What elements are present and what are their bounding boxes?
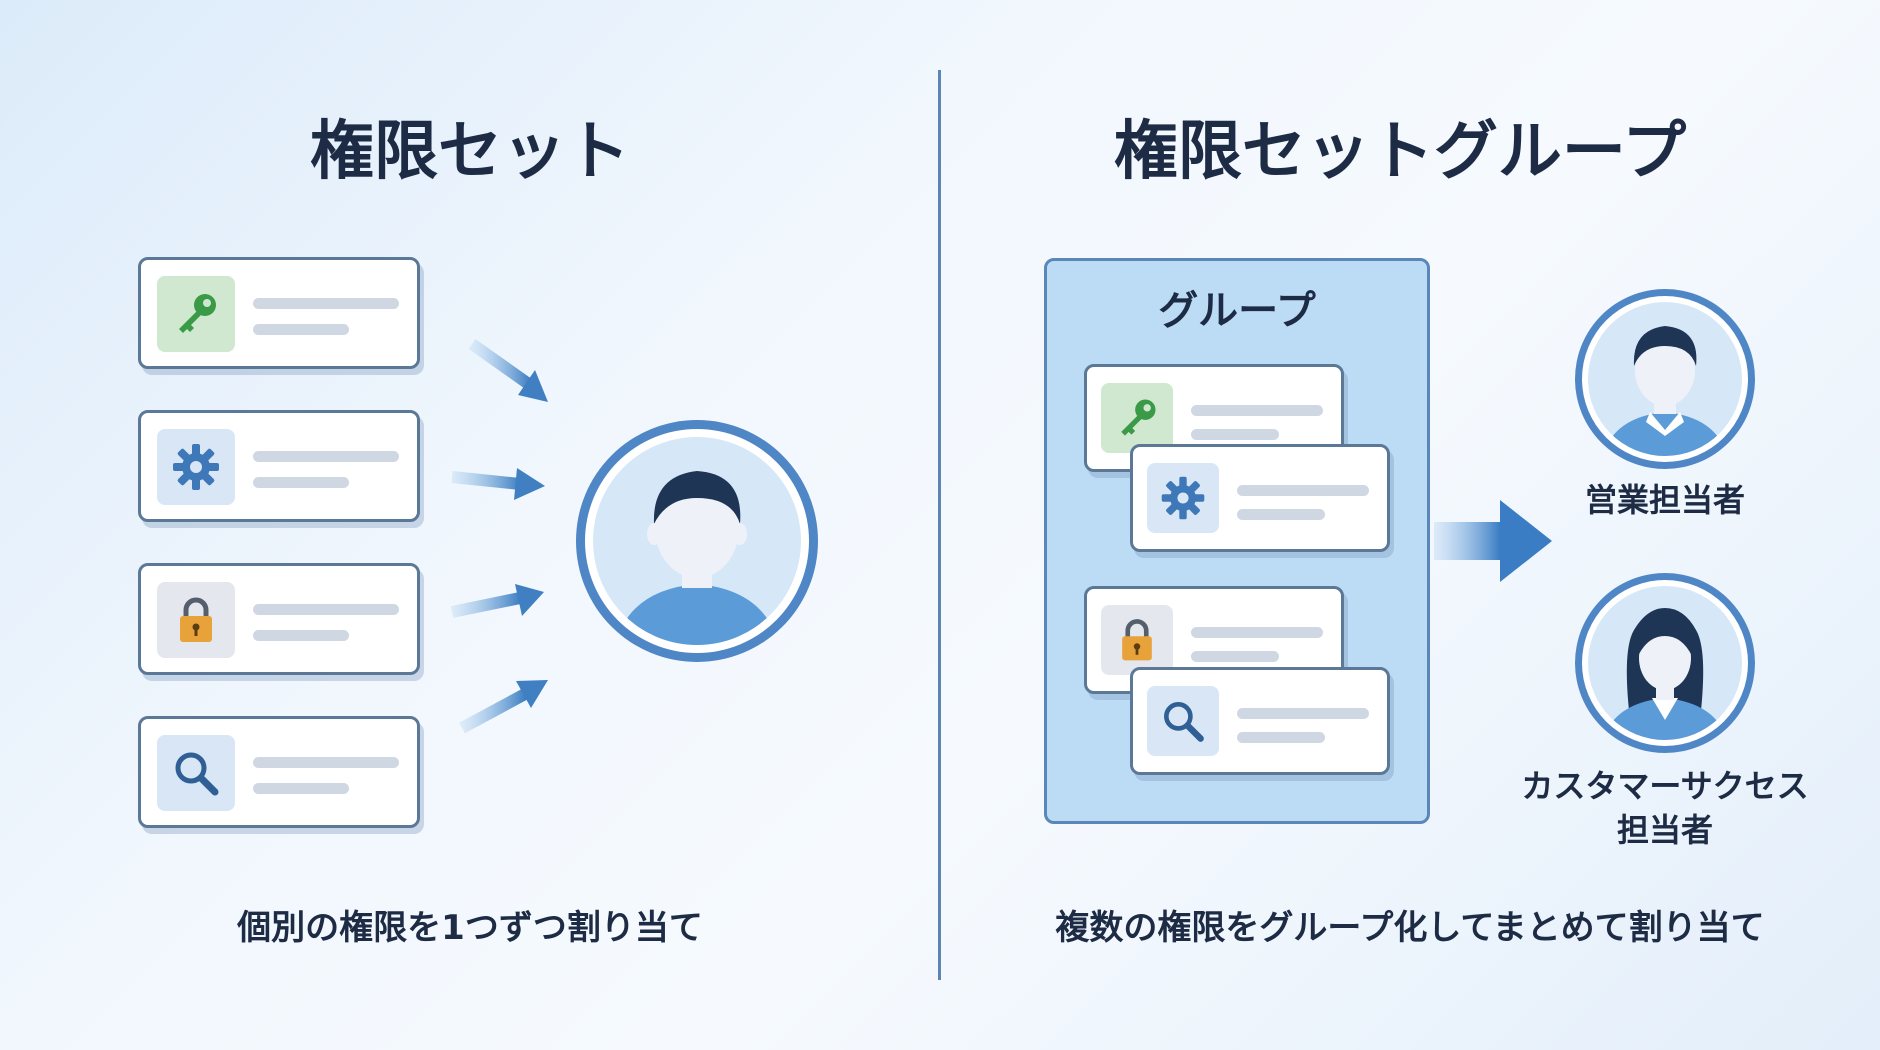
gear-icon — [157, 429, 235, 505]
sales-rep-label: 営業担当者 — [1584, 481, 1745, 519]
gear-icon — [1147, 463, 1219, 533]
right-title: 権限セットグループ — [1113, 115, 1687, 189]
permission-card-search — [138, 716, 420, 828]
right-caption: 複数の権限をグループ化してまとめて割り当て — [1055, 908, 1765, 948]
permission-card-lock — [138, 563, 420, 675]
arrow-1-icon — [468, 339, 548, 402]
group-card-gear — [1130, 444, 1390, 552]
customer-success-label-line2: 担当者 — [1616, 811, 1713, 849]
left-caption: 個別の権限を1つずつ割り当て — [237, 908, 703, 948]
arrow-2-icon — [451, 468, 545, 500]
key-icon — [1101, 383, 1173, 453]
customer-success-label: カスタマーサクセス 担当者 — [1500, 764, 1830, 852]
user-avatar-icon — [576, 420, 818, 662]
permission-card-gear — [138, 410, 420, 522]
customer-success-label-line1: カスタマーサクセス — [1521, 767, 1809, 805]
lock-icon — [157, 582, 235, 658]
group-card-search — [1130, 667, 1390, 775]
search-icon — [1147, 686, 1219, 756]
permission-card-key — [138, 257, 420, 369]
group-label: グループ — [1158, 288, 1316, 334]
arrow-4-icon — [459, 680, 548, 734]
customer-success-avatar-icon — [1575, 573, 1755, 753]
center-divider — [938, 70, 941, 980]
big-arrow-icon — [1434, 500, 1552, 582]
sales-rep-avatar-icon — [1575, 289, 1755, 469]
key-icon — [157, 276, 235, 352]
lock-icon — [1101, 605, 1173, 675]
search-icon — [157, 735, 235, 811]
left-title: 権限セット — [310, 115, 630, 189]
arrow-3-icon — [450, 584, 544, 618]
